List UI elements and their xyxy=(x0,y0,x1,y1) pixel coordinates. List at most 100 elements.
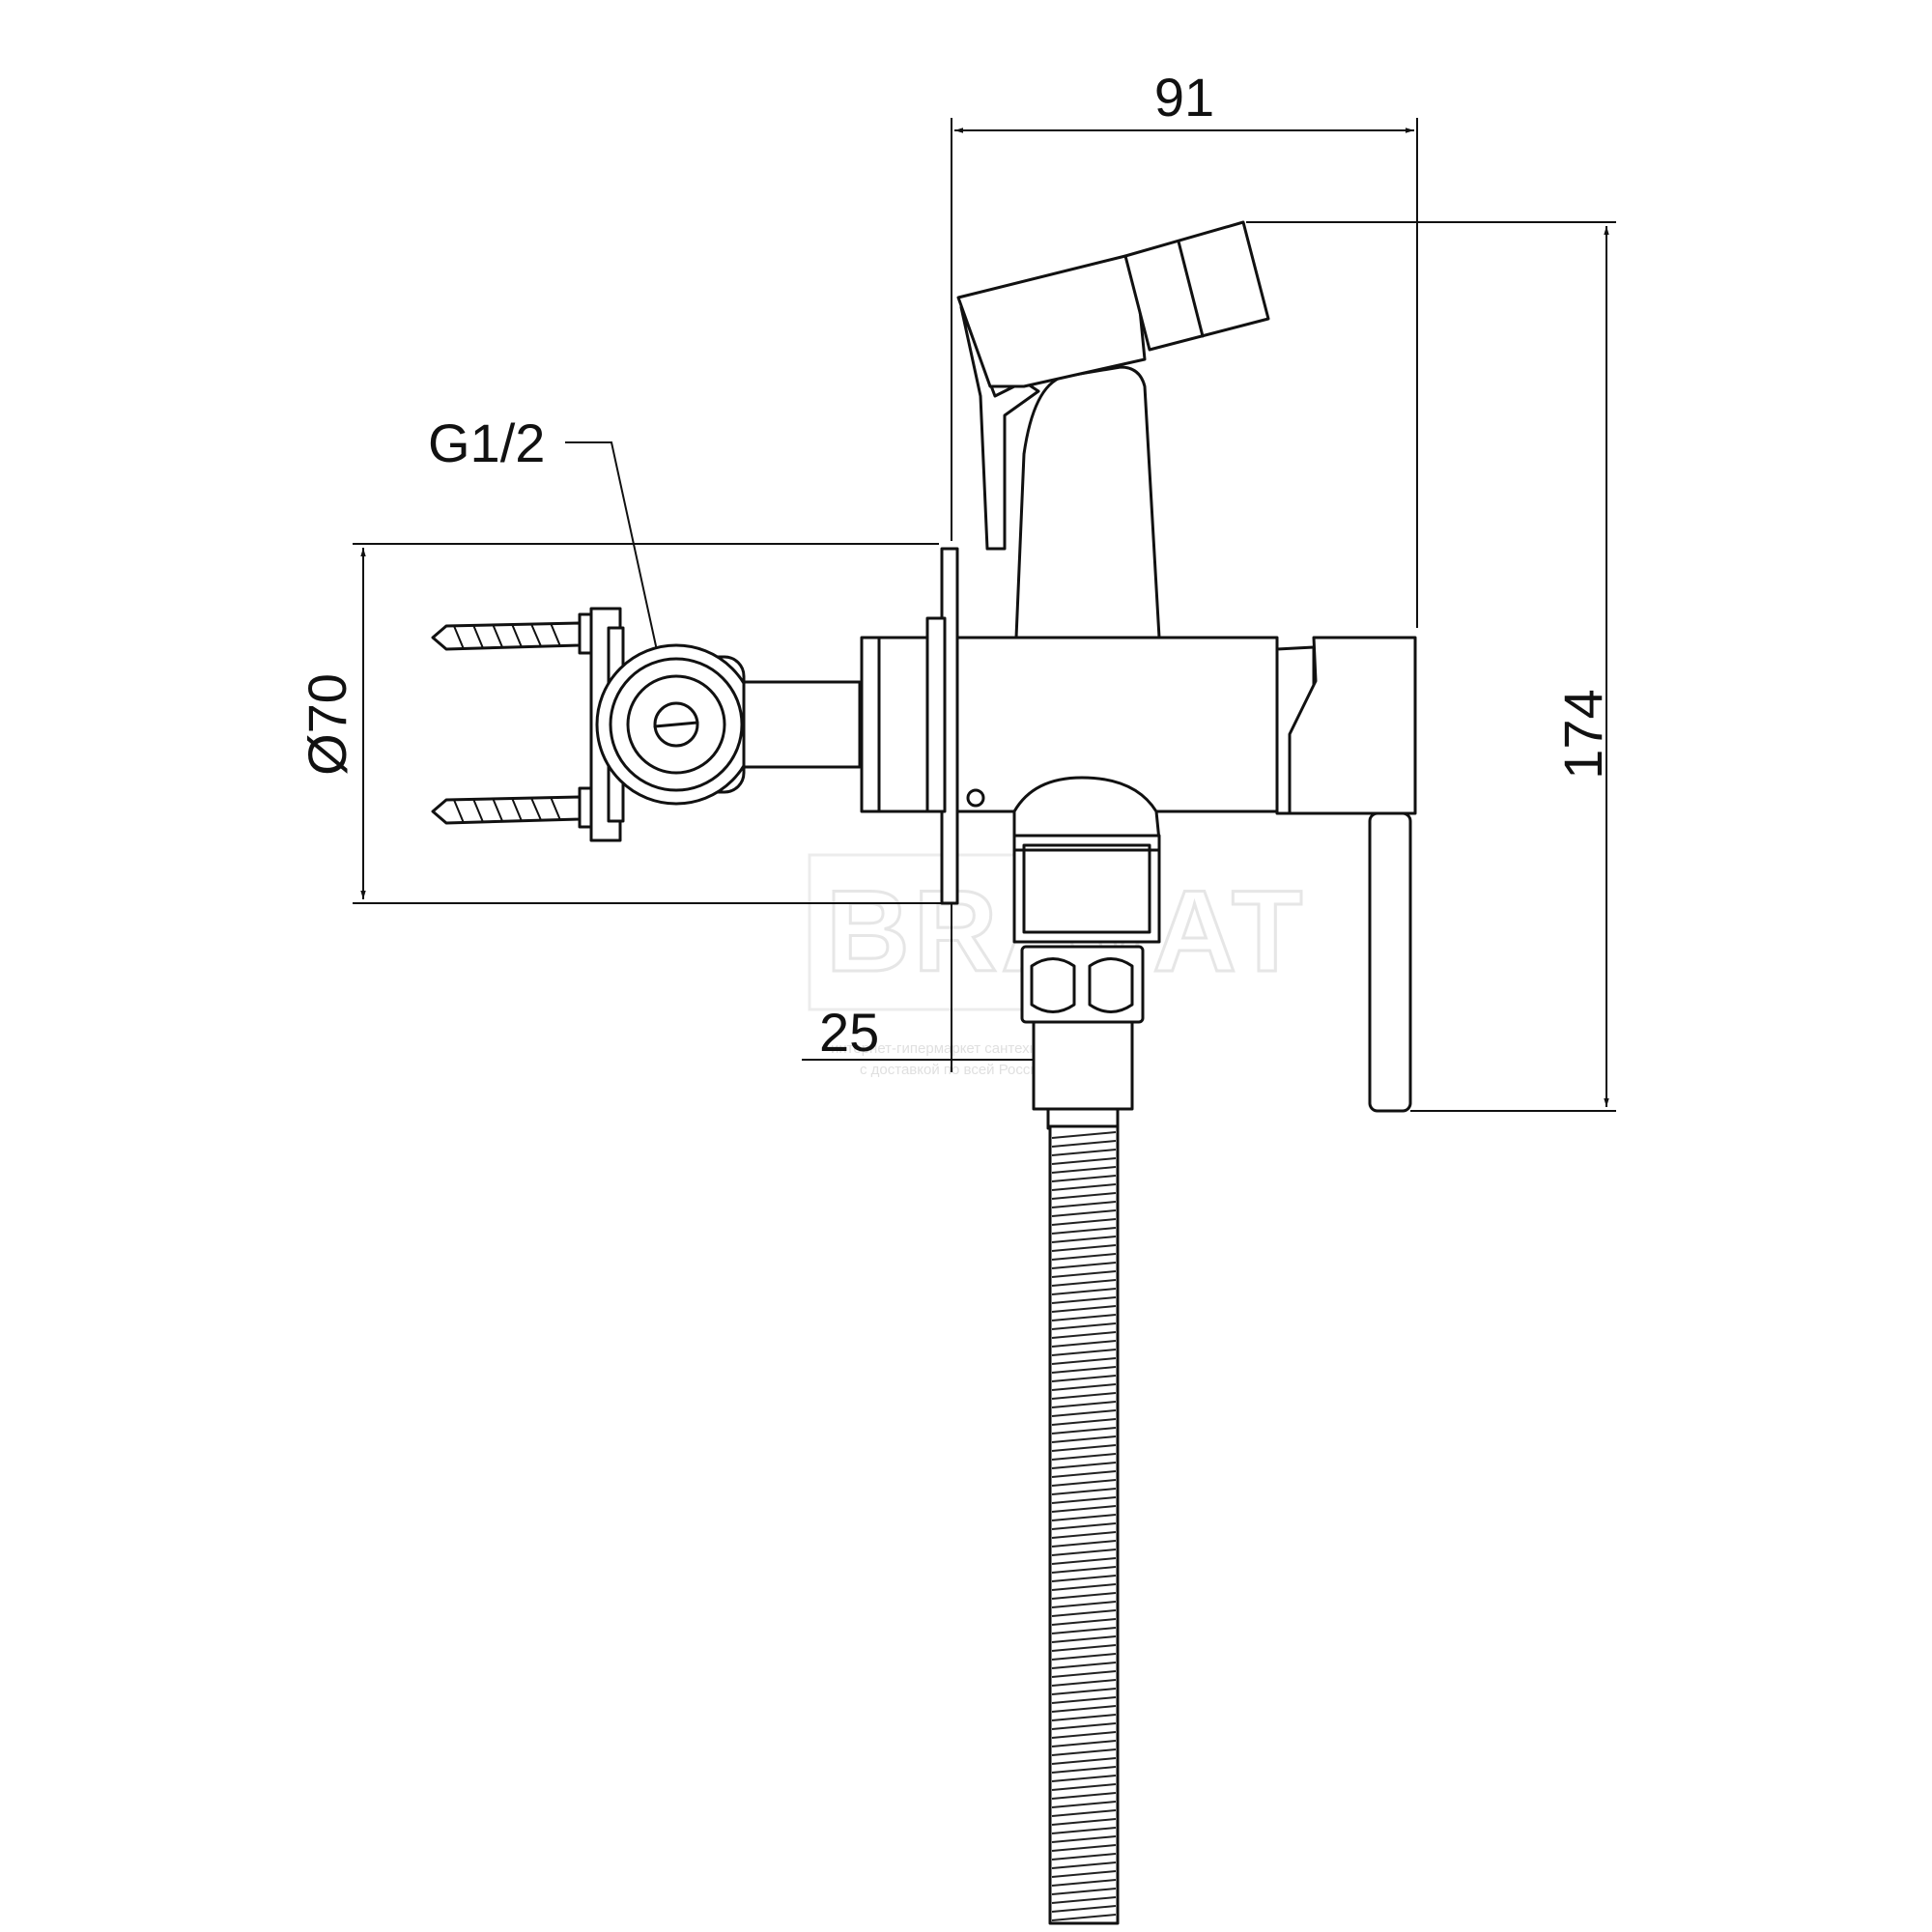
hose-stripe xyxy=(1051,1540,1117,1548)
hose-stripe xyxy=(1051,1296,1117,1304)
hose-stripe xyxy=(1051,1496,1117,1504)
thread-callout: G1/2 xyxy=(428,412,666,687)
hose-stripe xyxy=(1051,1696,1117,1704)
hose-stripe xyxy=(1051,1340,1117,1348)
watermark-line2: с доставкой по всей России xyxy=(860,1062,1046,1078)
hose-stripe xyxy=(1051,1601,1117,1608)
hose-stripe xyxy=(1051,1270,1117,1278)
hose-stripe xyxy=(1051,1218,1117,1226)
hose-stripe xyxy=(1051,1488,1117,1495)
hose-stripe xyxy=(1051,1662,1117,1669)
dimension-height: 174 xyxy=(1246,221,1616,1112)
hose-stripe xyxy=(1051,1462,1117,1469)
hose-stripe xyxy=(1051,1618,1117,1626)
hose-stripe xyxy=(1051,1453,1117,1461)
hose-stripe xyxy=(1051,1383,1117,1391)
hose-stripe xyxy=(1051,1314,1117,1321)
hose-stripe xyxy=(1051,1262,1117,1269)
hose-stripe xyxy=(1051,1305,1117,1313)
hose-stripe xyxy=(1051,1227,1117,1235)
hose-stripe xyxy=(1051,1514,1117,1521)
hose-stripe xyxy=(1051,1192,1117,1200)
hose-stripe xyxy=(1051,1783,1117,1791)
hose-stripe xyxy=(1051,1801,1117,1808)
dimension-height-label: 174 xyxy=(1552,689,1613,779)
mounting-bracket xyxy=(431,607,862,842)
hose-stripe xyxy=(1051,1914,1117,1921)
hose-stripe xyxy=(1051,1688,1117,1695)
watermark-line1: интернет-гипермаркет сантехники xyxy=(831,1040,1060,1057)
hose-stripe xyxy=(1051,1609,1117,1617)
hose-stripe xyxy=(1051,1548,1117,1556)
hose-stripe xyxy=(1051,1244,1117,1252)
hose-stripe xyxy=(1051,1670,1117,1678)
hose-stripe xyxy=(1051,1505,1117,1513)
hose-stripe xyxy=(1051,1392,1117,1400)
dimension-width: 91 xyxy=(951,67,1418,628)
hose-stripe xyxy=(1051,1844,1117,1852)
hose-stripe xyxy=(1051,1409,1117,1417)
hose-stripe xyxy=(1051,1322,1117,1330)
dimension-diameter: Ø70 xyxy=(297,543,949,904)
hose-stripe xyxy=(1051,1522,1117,1530)
hose-stripe xyxy=(1051,1731,1117,1739)
hose-stripe xyxy=(1051,1357,1117,1365)
hose-stripe xyxy=(1051,1583,1117,1591)
hose-stripe xyxy=(1051,1627,1117,1634)
hose-stripe xyxy=(1051,1766,1117,1774)
hose-stripe xyxy=(1051,1809,1117,1817)
hose-stripe xyxy=(1051,1444,1117,1452)
hose-stripe xyxy=(1051,1175,1117,1182)
dimension-offset-label: 25 xyxy=(819,1002,879,1063)
hose-stripe xyxy=(1051,1592,1117,1600)
hose-stripe xyxy=(1051,1401,1117,1408)
hose-stripe xyxy=(1051,1740,1117,1747)
hose-stripe xyxy=(1051,1575,1117,1582)
dimension-width-label: 91 xyxy=(1154,67,1214,128)
hose-stripe xyxy=(1051,1853,1117,1861)
hose-stripe xyxy=(1051,1748,1117,1756)
hose-outlet xyxy=(1012,776,1161,1130)
hose-stripe xyxy=(1051,1236,1117,1243)
hose-stripe xyxy=(1051,1775,1117,1782)
hose-stripe xyxy=(1051,1201,1117,1208)
anchor-screw-bottom xyxy=(431,786,611,829)
hose-stripe xyxy=(1051,1166,1117,1174)
hose-stripe xyxy=(1051,1679,1117,1687)
elbow-connector xyxy=(595,643,757,806)
hose-stripe xyxy=(1051,1418,1117,1426)
hose-stripe xyxy=(1051,1705,1117,1713)
hose-stripe xyxy=(1051,1566,1117,1574)
hose-stripe xyxy=(1051,1879,1117,1887)
hose-stripe xyxy=(1051,1427,1117,1435)
hose-stripe xyxy=(1051,1349,1117,1356)
dimension-offset: 25 xyxy=(802,903,1081,1072)
hose-stripe xyxy=(1051,1757,1117,1765)
hose-stripe xyxy=(1051,1827,1117,1834)
hose-stripe xyxy=(1051,1653,1117,1661)
hose-stripe xyxy=(1051,1888,1117,1895)
hose-stripe xyxy=(1051,1557,1117,1565)
hose-stripe xyxy=(1051,1714,1117,1721)
hose-stripe xyxy=(1051,1896,1117,1904)
hand-shower xyxy=(956,220,1270,639)
hose-stripe xyxy=(1051,1644,1117,1652)
hose-stripe xyxy=(1051,1366,1117,1374)
thread-label: G1/2 xyxy=(428,412,545,473)
hose-stripe xyxy=(1051,1479,1117,1487)
hose-stripe xyxy=(1051,1870,1117,1878)
hose-stripe xyxy=(1051,1375,1117,1382)
hose-stripe xyxy=(1051,1435,1117,1443)
hose-stripe xyxy=(1051,1835,1117,1843)
hose-stripe xyxy=(1051,1253,1117,1261)
hose-stripe xyxy=(1051,1635,1117,1643)
hose-stripe xyxy=(1051,1905,1117,1913)
valve-body xyxy=(860,547,1417,1113)
flexible-hose xyxy=(1048,1124,1120,1925)
hose-stripe xyxy=(1051,1157,1117,1165)
hose-stripe xyxy=(1051,1818,1117,1826)
hose-stripe xyxy=(1051,1470,1117,1478)
hose-stripe xyxy=(1051,1331,1117,1339)
hose-stripe xyxy=(1051,1861,1117,1869)
